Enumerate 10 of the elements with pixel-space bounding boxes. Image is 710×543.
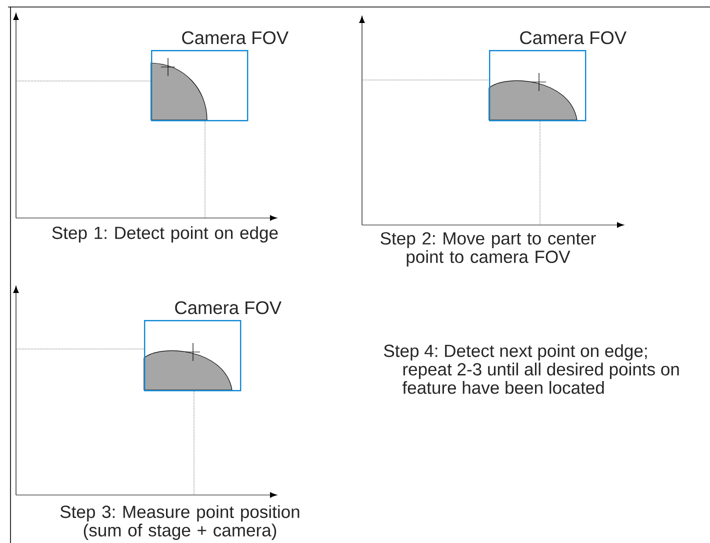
step-caption: Step 3: Measure point position (sum of stage + camera): [60, 505, 300, 540]
node-label: Camera FOV: [175, 301, 282, 314]
node-label: Camera FOV: [520, 31, 626, 44]
step-caption: Step 2: Move part to center point to camera FOV: [380, 232, 596, 266]
camera-fov-box: Camera FOV: [144, 301, 282, 392]
camera-fov-box: Camera FOV: [151, 31, 288, 122]
node-label: Camera FOV: [182, 31, 288, 44]
camera-fov-box: Camera FOV: [489, 31, 626, 122]
step-caption: Step 1: Detect point on edge: [52, 226, 278, 243]
step-caption: Step 4: Detect next point on edge; repeat 2-3 until all desired points on feature have been located: [384, 344, 679, 394]
